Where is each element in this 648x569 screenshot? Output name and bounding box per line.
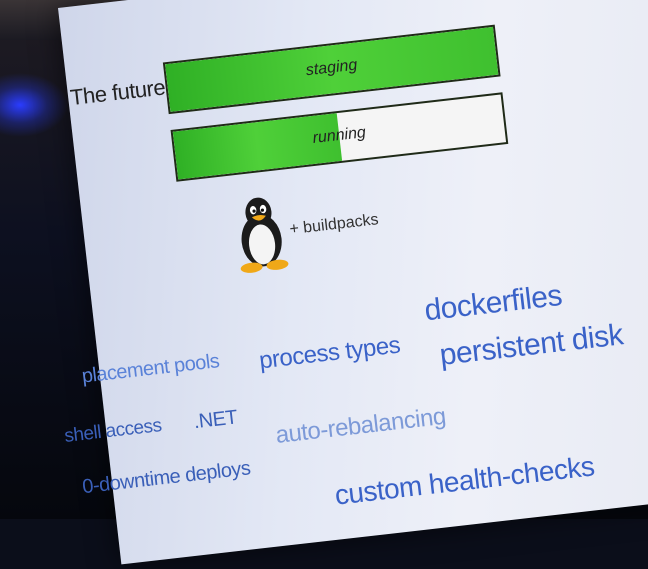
buildpacks-label: + buildpacks <box>288 211 380 239</box>
feature-dockerfiles: dockerfiles <box>422 278 564 328</box>
feature-process-types: process types <box>257 331 402 375</box>
feature-placement-pools: placement pools <box>80 350 221 388</box>
feature-dotnet: .NET <box>192 406 239 434</box>
feature-auto-rebalancing: auto-rebalancing <box>274 402 448 450</box>
projection-screen: The future staging running + buildpacks … <box>58 0 648 565</box>
slide-title: The future <box>68 74 167 111</box>
feature-custom-health-checks: custom health-checks <box>333 450 596 511</box>
feature-persistent-disk: persistent disk <box>437 318 625 372</box>
linux-penguin-icon <box>240 197 289 273</box>
